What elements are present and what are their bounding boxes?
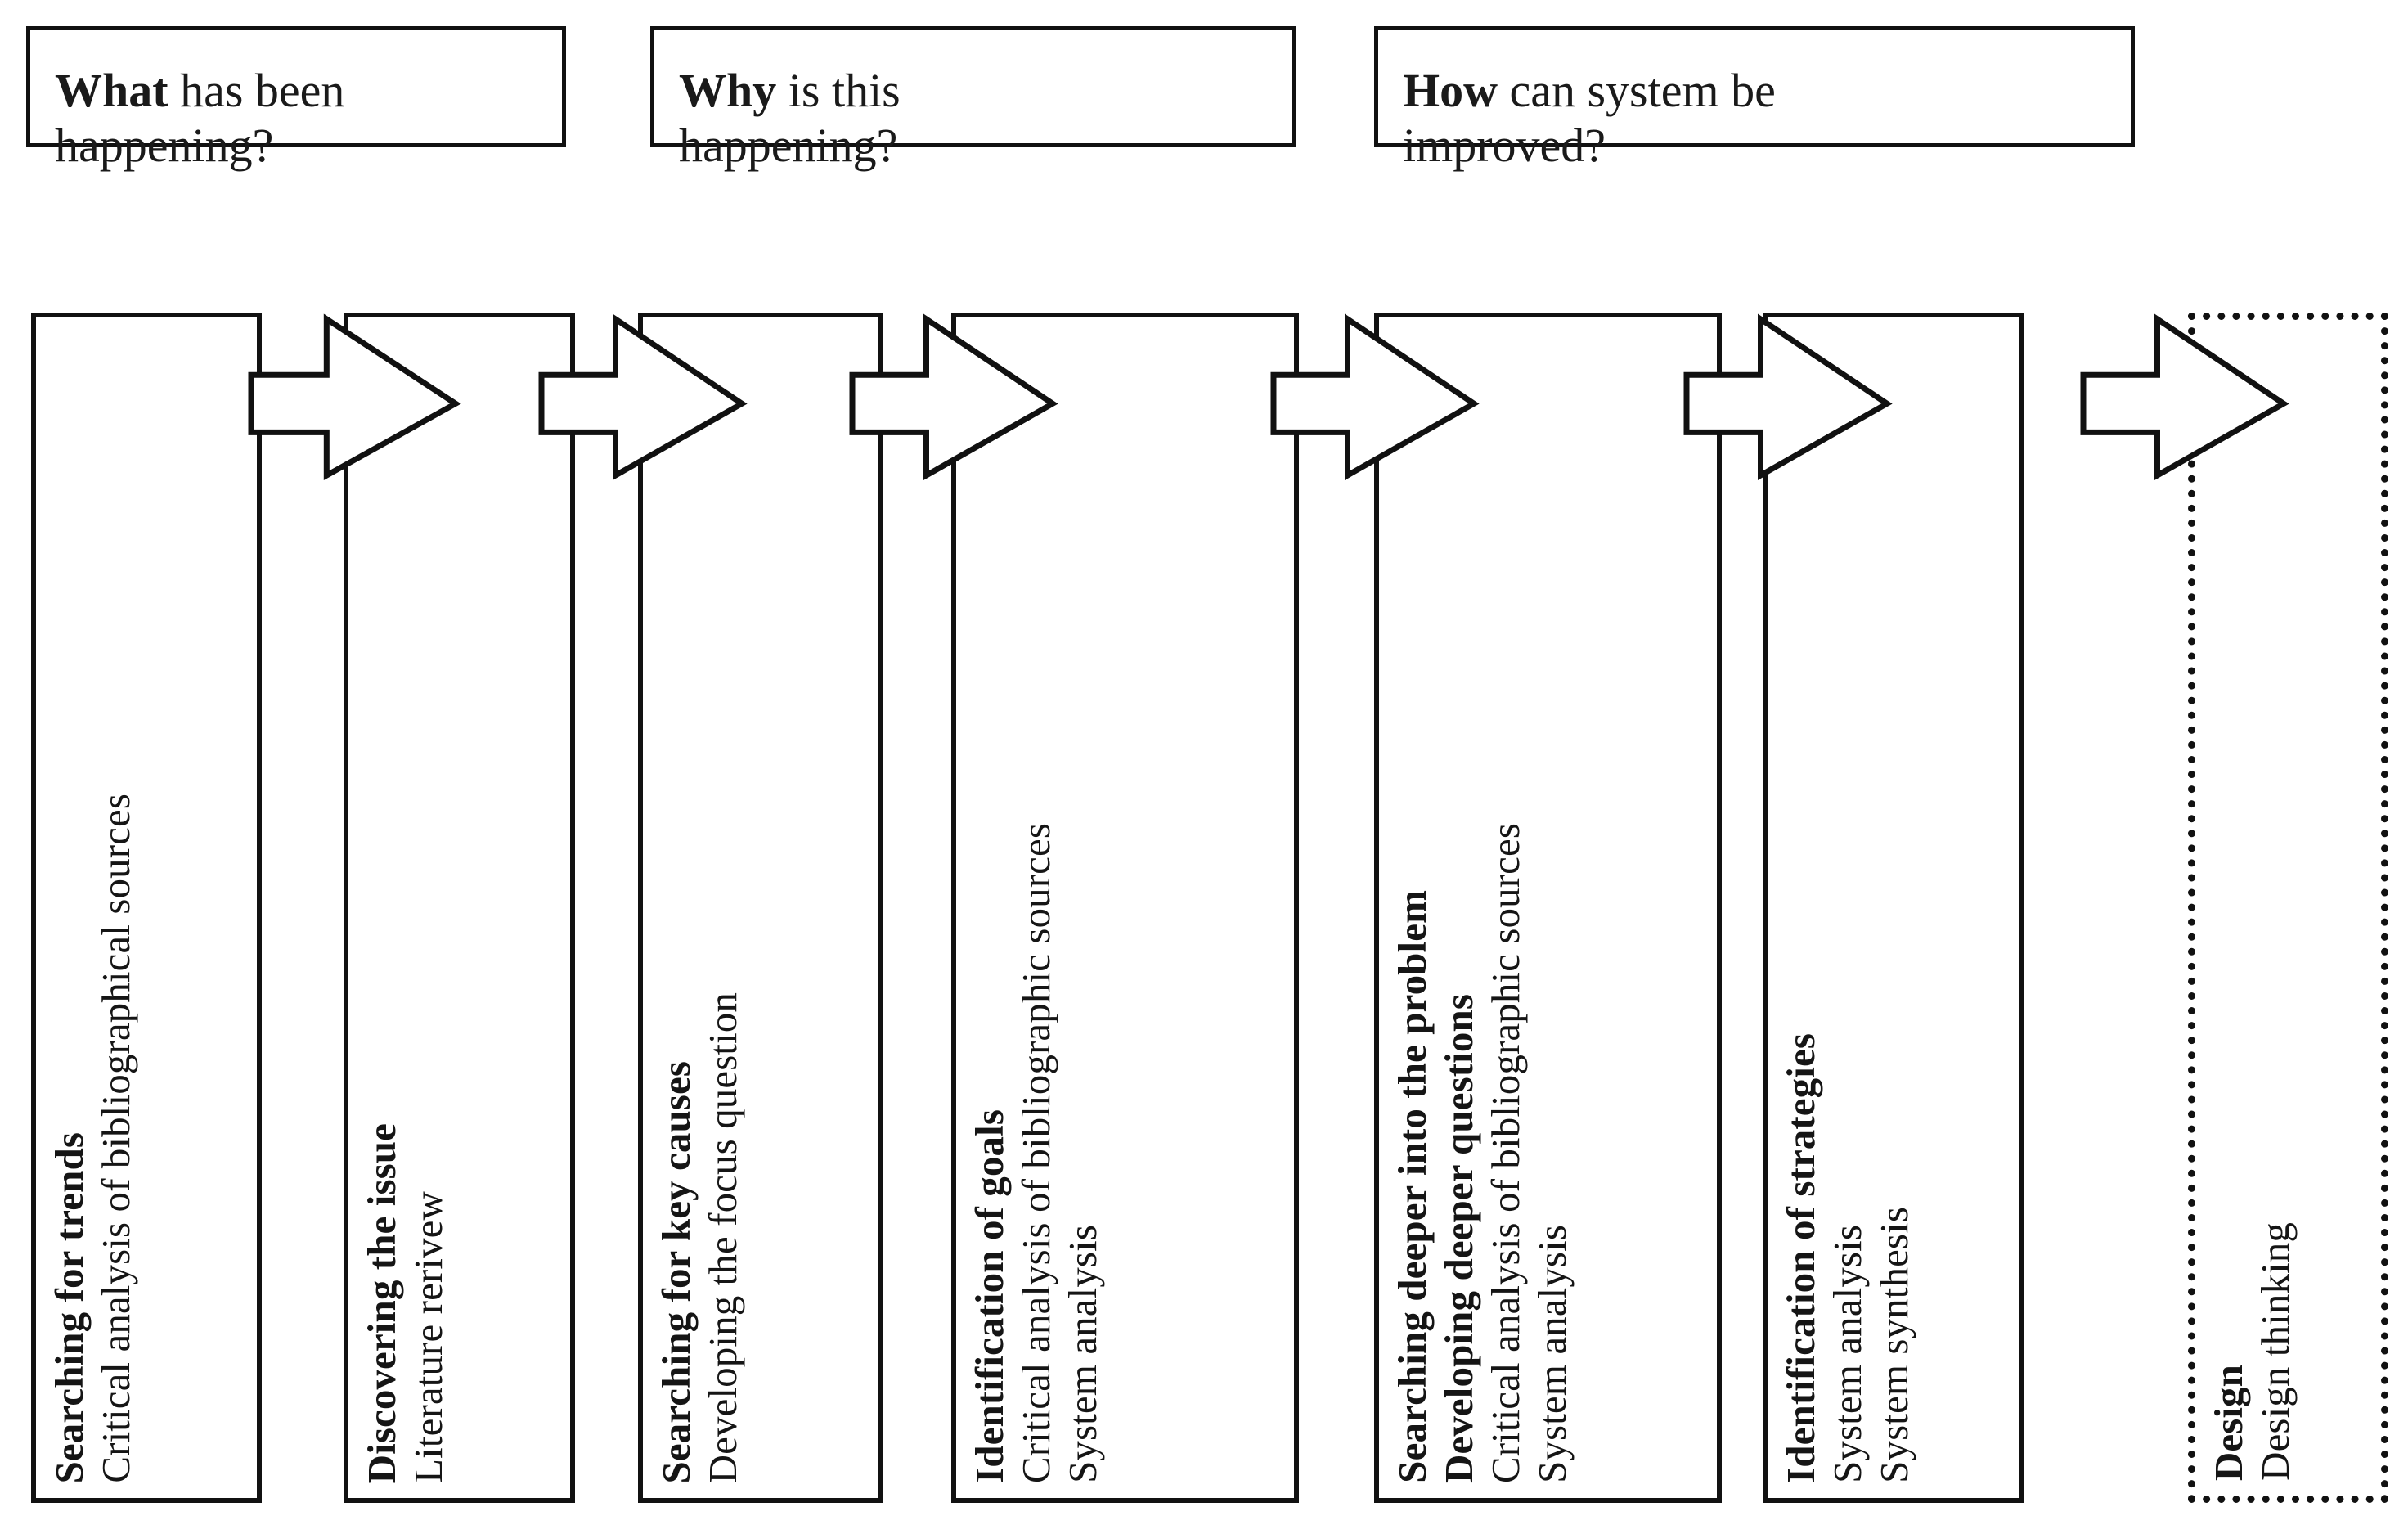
question-text: What has been happening?	[55, 63, 537, 173]
phase-method: Design thinking	[2253, 1222, 2298, 1481]
question-keyword: What	[55, 64, 168, 117]
phase-method: System analysis	[1060, 1225, 1105, 1483]
phase-title: Design	[2206, 1364, 2251, 1481]
phase-title: Identification of strategies	[1778, 1033, 1823, 1483]
phase-title: Developing deeper questions	[1436, 994, 1481, 1483]
phase-title: Discovering the issue	[359, 1122, 404, 1483]
phase-method: System analysis	[1530, 1225, 1575, 1483]
question-text: Why is this happening?	[679, 63, 1268, 173]
phase-title: Searching for key causes	[654, 1060, 699, 1483]
phase-method: Literature rerivew	[406, 1191, 451, 1483]
question-remainder: can system be improved?	[1403, 64, 1776, 173]
phase-title: Identification of goals	[967, 1109, 1012, 1483]
question-keyword: How	[1403, 64, 1498, 117]
phase-method: Critical analysis of bibliographical sou…	[93, 794, 138, 1483]
phase-method: System analysis	[1825, 1225, 1870, 1483]
question-keyword: Why	[679, 64, 777, 117]
phase-method: System synthesis	[1871, 1207, 1916, 1483]
question-box-1: What has been happening?	[26, 26, 566, 172]
question-remainder: has been happening?	[55, 64, 345, 173]
phase-method: Developing the focus question	[700, 992, 745, 1483]
phase-method: Critical analysis of bibliographic sourc…	[1483, 822, 1528, 1483]
phase-method: Critical analysis of bibliographic sourc…	[1013, 822, 1058, 1483]
question-box-2: Why is this happening?	[650, 26, 1296, 172]
phase-title: Searching for trends	[47, 1131, 92, 1483]
phase-title: Searching deeper into the problem	[1390, 890, 1435, 1483]
question-box-3: How can system be improved?	[1374, 26, 2135, 172]
question-remainder: is this happening?	[679, 64, 901, 173]
question-text: How can system be improved?	[1403, 63, 2106, 173]
